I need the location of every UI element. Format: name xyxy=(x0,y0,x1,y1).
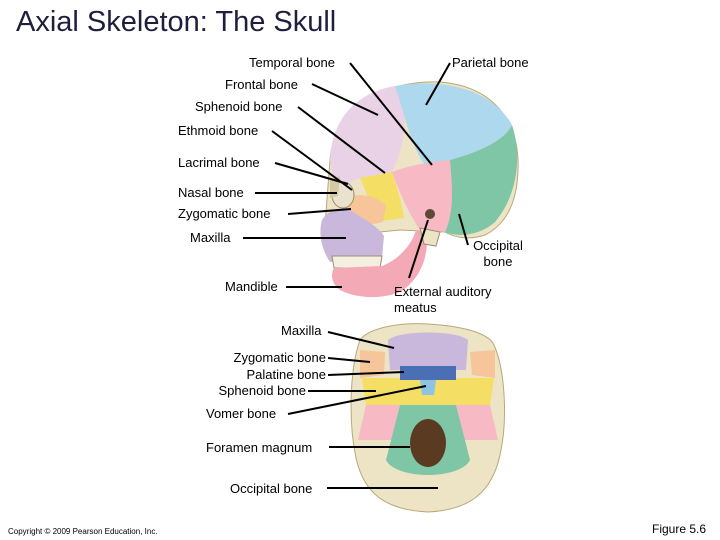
label-frontal-bone: Frontal bone xyxy=(225,77,298,92)
label-occipital-bone: Occipital bone xyxy=(466,238,530,270)
label-auditory-line2: meatus xyxy=(394,300,437,315)
leader-inf-zygomatic xyxy=(327,357,371,363)
label-parietal-bone: Parietal bone xyxy=(452,55,529,70)
parietal-bone-region xyxy=(395,83,512,165)
figure-number: Figure 5.6 xyxy=(652,522,707,536)
inferior-palatine xyxy=(400,366,456,380)
leader-frontal xyxy=(311,83,379,116)
leader-parietal xyxy=(425,62,451,106)
label-inf-zygomatic-bone: Zygomatic bone xyxy=(233,350,327,365)
auditory-meatus xyxy=(425,209,435,219)
label-foramen-magnum: Foramen magnum xyxy=(206,440,313,455)
inferior-zygomatic-left xyxy=(360,350,385,378)
label-inf-palatine-bone: Palatine bone xyxy=(246,367,326,382)
lateral-skull-view xyxy=(320,81,519,298)
frontal-bone-region xyxy=(330,86,405,188)
leader-lines xyxy=(243,62,469,489)
inferior-zygomatic-right xyxy=(470,350,495,378)
label-occipital-line1: Occipital xyxy=(473,238,523,253)
label-vomer-bone: Vomer bone xyxy=(206,406,277,421)
label-sphenoid-bone: Sphenoid bone xyxy=(195,99,283,114)
inferior-maxilla xyxy=(388,332,468,370)
inferior-temporal-left xyxy=(358,405,400,440)
label-auditory-line1: External auditory xyxy=(394,284,492,299)
label-mandible: Mandible xyxy=(225,279,278,294)
page-title: Axial Skeleton: The Skull xyxy=(16,6,337,38)
leader-inf-vomer xyxy=(287,385,427,415)
label-inf-occipital-bone: Occipital bone xyxy=(230,481,313,496)
leader-ethmoid xyxy=(271,130,353,191)
label-zygomatic-bone: Zygomatic bone xyxy=(178,206,271,221)
leader-occipital xyxy=(458,213,469,246)
inferior-vomer xyxy=(420,380,436,395)
label-ethmoid-bone: Ethmoid bone xyxy=(178,123,259,138)
leader-auditory xyxy=(408,219,429,279)
upper-teeth xyxy=(331,255,383,269)
label-external-auditory-meatus: External auditory meatus xyxy=(394,284,492,316)
label-lacrimal-bone: Lacrimal bone xyxy=(178,155,260,170)
label-inf-sphenoid-bone: Sphenoid bone xyxy=(218,383,306,398)
leader-sphenoid xyxy=(297,106,386,174)
occipital-bone-region xyxy=(445,125,518,235)
leader-inf-maxilla xyxy=(327,331,395,349)
label-occipital-line2: bone xyxy=(483,254,513,269)
maxilla-region xyxy=(320,208,384,262)
copyright-text: Copyright © 2009 Pearson Education, Inc. xyxy=(8,527,158,536)
label-temporal-bone: Temporal bone xyxy=(249,55,335,70)
label-inf-maxilla: Maxilla xyxy=(281,323,322,338)
inferior-skull-view xyxy=(350,323,506,513)
leader-zygomatic xyxy=(287,208,352,215)
label-maxilla: Maxilla xyxy=(190,230,231,245)
leader-inf-palatine xyxy=(327,371,405,376)
label-nasal-bone: Nasal bone xyxy=(178,185,244,200)
leader-lacrimal xyxy=(274,162,349,185)
foramen-magnum xyxy=(410,419,446,467)
mandible-region xyxy=(332,230,427,298)
temporal-bone-region xyxy=(392,160,453,232)
inferior-temporal-right xyxy=(456,405,498,440)
leader-temporal xyxy=(349,62,433,166)
sphenoid-bone-region xyxy=(360,172,404,222)
